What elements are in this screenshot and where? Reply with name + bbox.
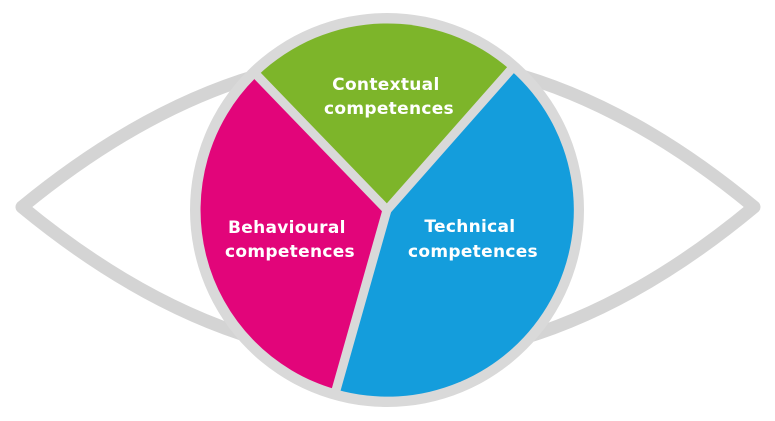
label-contextual-line1: Contextual (332, 75, 439, 95)
label-technical-line1: Technical (424, 217, 515, 237)
label-contextual-line2: competences (324, 99, 454, 119)
label-technical: Technical competences (408, 217, 538, 262)
segment-behavioural (200, 75, 387, 390)
label-behavioural-line2: competences (225, 242, 355, 262)
label-behavioural-line1: Behavioural (228, 218, 346, 238)
label-contextual: Contextual competences (324, 75, 454, 119)
label-behavioural: Behavioural competences (225, 218, 355, 262)
segment-technical (336, 70, 574, 397)
segment-contextual (257, 23, 511, 210)
segment-dividers (253, 65, 515, 394)
label-technical-line2: competences (408, 242, 538, 262)
